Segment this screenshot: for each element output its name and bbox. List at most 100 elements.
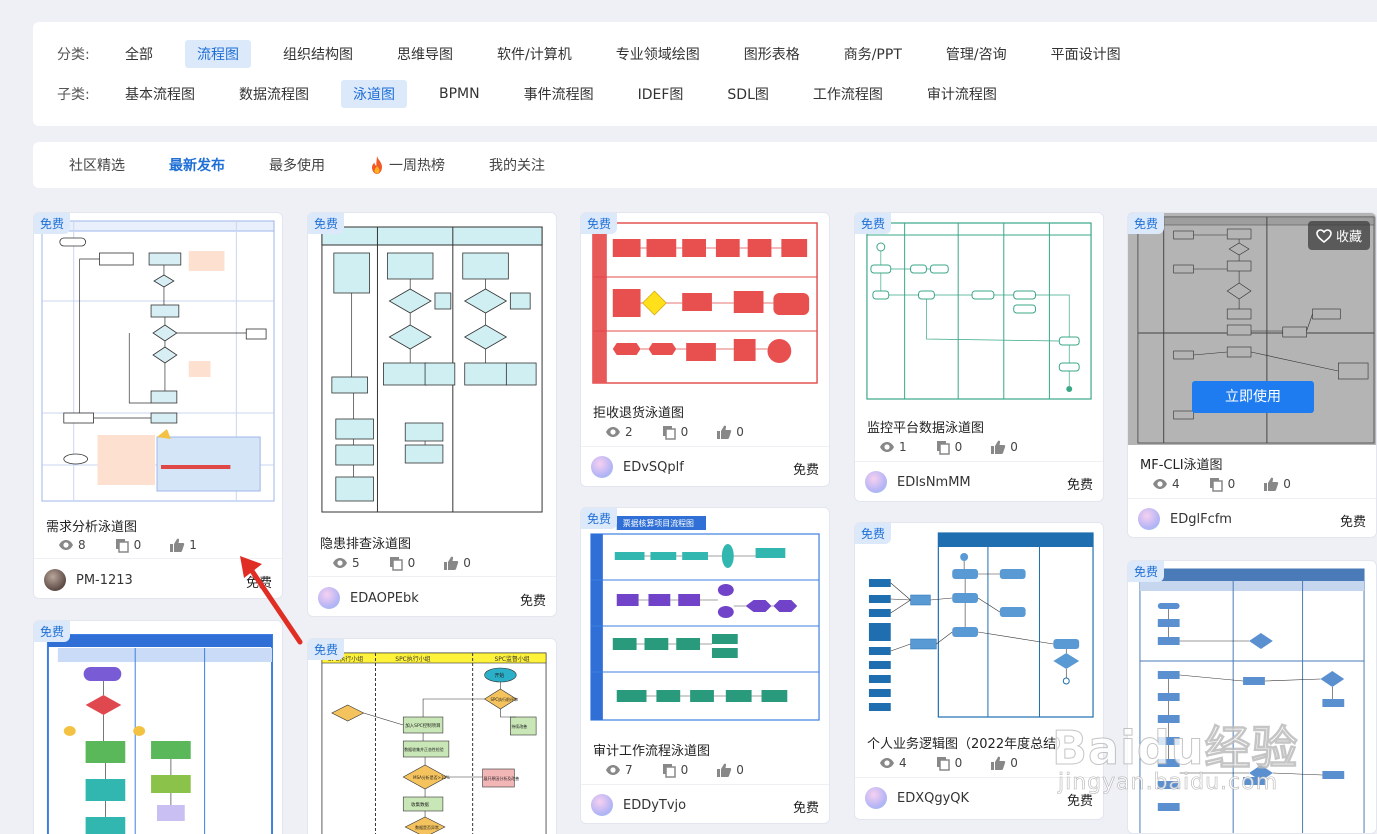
author-info[interactable]: EDXQgyQK (865, 787, 969, 809)
template-card[interactable]: 免费 收藏 立即使用 MF-C (1127, 212, 1377, 538)
subcategory-data-flow[interactable]: 数据流程图 (239, 87, 309, 103)
subcategory-workflow[interactable]: 工作流程图 (812, 87, 883, 103)
tab-following[interactable]: 我的关注 (489, 158, 545, 174)
category-management[interactable]: 管理/咨询 (945, 47, 1007, 63)
subcategory-bpmn[interactable]: BPMN (439, 86, 480, 102)
swimlane-preview-image (321, 226, 543, 513)
author-info[interactable]: EDvSQplf (591, 456, 684, 478)
copy-icon (936, 441, 950, 455)
template-title[interactable]: MF-CLI泳道图 (1140, 458, 1223, 473)
category-software[interactable]: 软件/计算机 (497, 47, 572, 63)
swimlane-preview-image (1128, 213, 1376, 445)
free-badge: 免费 (1128, 561, 1165, 582)
template-title[interactable]: 个人业务逻辑图（2022年度总结） (867, 737, 1070, 752)
tab-weekly-hot[interactable]: 一周热榜 (369, 155, 445, 175)
template-title[interactable]: 需求分析泳道图 (46, 520, 138, 535)
copy-icon (115, 539, 129, 553)
subcategory-swimlane[interactable]: 泳道图 (341, 80, 407, 108)
template-thumbnail[interactable]: SPC执行小组 SPC执行小组 SPC监督小组 开始 SPC执行前评审 加入SP… (314, 639, 550, 834)
view-count: 2 (605, 424, 633, 440)
template-card[interactable]: 免费 票据核算项目流程图 (580, 507, 830, 824)
template-card[interactable]: 免费 (33, 620, 283, 834)
decision-label: SPC执行前评审 (491, 697, 518, 702)
template-thumbnail[interactable] (40, 213, 276, 503)
template-card[interactable]: 免费 SPC执行小组 SPC执行小组 SPC监督小组 开始 SPC执行前评审 加… (307, 638, 557, 834)
subcategory-idef[interactable]: IDEF图 (637, 87, 684, 103)
author-info[interactable]: PM-1213 (44, 569, 133, 591)
favorite-button[interactable]: 收藏 (1307, 221, 1370, 250)
lane-label: SPC监督小组 (494, 655, 529, 663)
category-label: 分类: (57, 47, 90, 63)
like-count[interactable]: 0 (443, 555, 471, 571)
template-thumbnail[interactable] (314, 213, 550, 518)
template-thumbnail[interactable] (587, 213, 823, 385)
template-card[interactable]: 免费 (33, 212, 283, 599)
template-thumbnail[interactable]: 票据核算项目流程图 (587, 508, 823, 722)
thumbs-up-icon (1264, 477, 1279, 491)
like-count[interactable]: 0 (716, 424, 744, 440)
category-graphic-design[interactable]: 平面设计图 (1050, 47, 1121, 63)
copy-count: 0 (935, 439, 962, 455)
swimlane-preview-image: 票据核算项目流程图 (590, 516, 820, 721)
author-info[interactable]: EDDyTvjo (591, 794, 686, 816)
author-info[interactable]: EDglFcfm (1138, 508, 1232, 530)
author-info[interactable]: EDIsNmMM (865, 471, 971, 493)
copy-count: 0 (661, 424, 688, 440)
category-mindmap[interactable]: 思维导图 (397, 47, 453, 63)
avatar (1138, 508, 1160, 530)
copy-count: 0 (935, 755, 962, 771)
use-template-button[interactable]: 立即使用 (1192, 381, 1314, 413)
subcategory-event-flow[interactable]: 事件流程图 (523, 87, 594, 103)
category-flowchart[interactable]: 流程图 (185, 40, 251, 68)
template-thumbnail[interactable] (1134, 561, 1370, 833)
like-count[interactable]: 0 (990, 755, 1018, 771)
card-divider (581, 784, 829, 785)
category-professional[interactable]: 专业领域绘图 (615, 47, 700, 63)
price-label: 免费 (792, 463, 819, 478)
view-count: 8 (58, 537, 86, 553)
template-card[interactable]: 免费 (1127, 560, 1377, 834)
eye-icon (606, 427, 620, 437)
thumbs-up-icon (170, 538, 185, 552)
category-org-chart[interactable]: 组织结构图 (283, 47, 353, 63)
subcategory-audit-flow[interactable]: 审计流程图 (926, 87, 997, 103)
avatar (591, 456, 613, 478)
template-card[interactable]: 免费 个人业务 (854, 522, 1104, 820)
eye-icon (1153, 479, 1167, 489)
eye-icon (880, 758, 894, 768)
avatar (318, 587, 340, 609)
copy-icon (389, 557, 403, 571)
tab-most-used[interactable]: 最多使用 (269, 158, 325, 174)
decision-label: 数据是否异常 (415, 825, 439, 830)
category-graphic-table[interactable]: 图形表格 (743, 47, 800, 63)
card-divider (1128, 498, 1376, 499)
view-count: 4 (879, 755, 907, 771)
author-info[interactable]: EDAOPEbk (318, 587, 419, 609)
template-card[interactable]: 免费 监控平台数据泳道图 1 0 0 (854, 212, 1104, 502)
copy-icon (662, 426, 676, 440)
free-badge: 免费 (34, 213, 71, 234)
template-card[interactable]: 免费 拒收退货泳道图 2 0 0 (580, 212, 830, 487)
tab-community-picks[interactable]: 社区精选 (69, 158, 125, 174)
template-thumbnail[interactable] (861, 523, 1097, 719)
process-label: 加入SPC控制项目 (405, 722, 440, 729)
start-node-label: 开始 (494, 672, 504, 679)
subcategory-basic-flow[interactable]: 基本流程图 (125, 87, 195, 103)
subcategory-sdl[interactable]: SDL图 (727, 87, 769, 103)
subcategory-row: 子类: 基本流程图 数据流程图 泳道图 BPMN 事件流程图 IDEF图 SDL… (57, 80, 1029, 108)
category-business-ppt[interactable]: 商务/PPT (843, 47, 902, 63)
like-count[interactable]: 0 (990, 439, 1018, 455)
template-title[interactable]: 审计工作流程泳道图 (593, 744, 711, 759)
template-thumbnail[interactable] (861, 213, 1097, 401)
price-label: 免费 (792, 801, 819, 816)
like-count[interactable]: 1 (169, 537, 197, 553)
like-count[interactable]: 0 (716, 762, 744, 778)
template-thumbnail[interactable] (40, 621, 276, 834)
template-card[interactable]: 免费 隐患排查泳道图 (307, 212, 557, 617)
template-title[interactable]: 拒收退货泳道图 (593, 406, 685, 421)
template-title[interactable]: 监控平台数据泳道图 (867, 421, 985, 436)
like-count[interactable]: 0 (1263, 476, 1291, 492)
category-all[interactable]: 全部 (125, 47, 153, 63)
tab-latest[interactable]: 最新发布 (169, 158, 225, 174)
template-title[interactable]: 隐患排查泳道图 (320, 537, 412, 552)
